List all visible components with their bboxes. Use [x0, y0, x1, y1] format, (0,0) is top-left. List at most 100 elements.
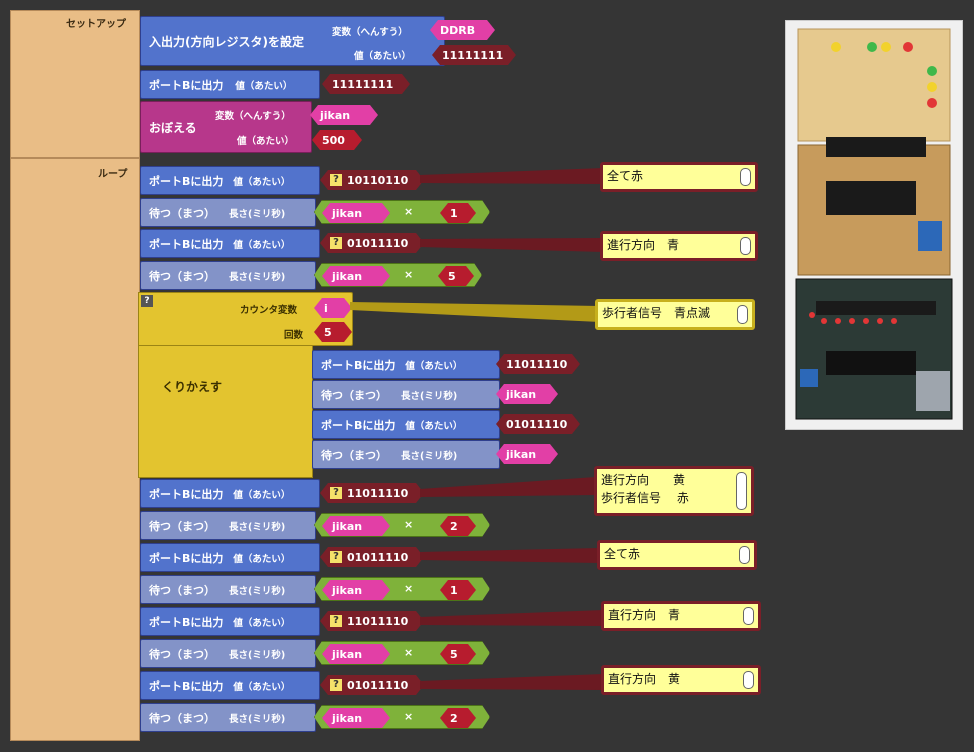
setup-label: セットアップ — [66, 19, 126, 30]
repeat-wait-block-1[interactable]: 待つ（まつ）長さ(ミリ秒) — [312, 380, 500, 409]
comment-2[interactable]: 進行方向 青 — [600, 231, 758, 261]
multiply-sign-1: × — [404, 205, 414, 218]
repeat-port-block-2[interactable]: ポートBに出力値（あたい） — [312, 410, 500, 439]
comment-scrollbar[interactable] — [740, 237, 751, 255]
memo-val-label: 値（あたい） — [237, 136, 295, 147]
ddr-val-pill[interactable]: 11111111 — [432, 45, 516, 65]
count-label: 回数 — [284, 330, 304, 341]
question-icon: ? — [330, 551, 342, 563]
wait-var-pill-5[interactable]: jikan — [322, 644, 390, 664]
loop-wait-block-1[interactable]: 待つ（まつ）長さ(ミリ秒) — [140, 198, 316, 227]
wait-var-pill-1[interactable]: jikan — [322, 203, 390, 223]
ddr-set-block[interactable]: 入出力(方向レジスタ)を設定 — [140, 16, 445, 66]
port-label: ポートBに出力 — [149, 78, 224, 92]
loop-wait-block-4[interactable]: 待つ（まつ）長さ(ミリ秒) — [140, 575, 316, 604]
loop-procedure[interactable] — [10, 158, 140, 741]
memo-var-pill[interactable]: jikan — [310, 105, 378, 125]
loop-port-block-2[interactable]: ポートBに出力値（あたい） — [140, 229, 320, 258]
board-photo — [785, 20, 963, 430]
repeat-label: くりかえす — [162, 380, 223, 394]
comment-4[interactable]: 進行方向 黄 歩行者信号 赤 — [594, 466, 754, 516]
setup-port-value[interactable]: 11111111 — [322, 74, 410, 94]
comment-scrollbar[interactable] — [743, 607, 754, 625]
wait-var-pill-6[interactable]: jikan — [322, 708, 390, 728]
ddr-var-label: 変数（へんすう） — [332, 27, 408, 38]
memo-var-label: 変数（へんすう） — [215, 111, 291, 122]
comment-5[interactable]: 全て赤 — [597, 540, 757, 570]
multiply-sign-3: × — [404, 518, 414, 531]
loop-port-value-1[interactable]: ?10110110 — [320, 170, 424, 190]
ddr-title: 入出力(方向レジスタ)を設定 — [149, 34, 304, 49]
loop-wait-block-5[interactable]: 待つ（まつ）長さ(ミリ秒) — [140, 639, 316, 668]
question-icon: ? — [330, 237, 342, 249]
comment-scrollbar[interactable] — [736, 472, 747, 510]
question-icon: ? — [330, 615, 342, 627]
multiply-sign-6: × — [404, 710, 414, 723]
multiply-sign-5: × — [404, 646, 414, 659]
repeat-port-block-1[interactable]: ポートBに出力値（あたい） — [312, 350, 500, 379]
wait-var-pill-3[interactable]: jikan — [322, 516, 390, 536]
repeat-wait-block-2[interactable]: 待つ（まつ）長さ(ミリ秒) — [312, 440, 500, 469]
wait-var-pill-4[interactable]: jikan — [322, 580, 390, 600]
repeat-block-top[interactable] — [138, 292, 353, 346]
loop-port-value-4[interactable]: ?01011110 — [320, 547, 424, 567]
comment-7[interactable]: 直行方向 黄 — [601, 665, 761, 695]
hidaspx-board-image — [795, 28, 953, 420]
loop-port-value-6[interactable]: ?01011110 — [320, 675, 424, 695]
loop-wait-block-3[interactable]: 待つ（まつ）長さ(ミリ秒) — [140, 511, 316, 540]
loop-port-block-1[interactable]: ポートBに出力値（あたい） — [140, 166, 320, 195]
question-icon: ? — [330, 174, 342, 186]
repeat-wait-var-2[interactable]: jikan — [496, 444, 558, 464]
repeat-port-value-2[interactable]: 01011110 — [496, 414, 580, 434]
multiplier-pill-6[interactable]: 2 — [440, 708, 476, 728]
multiplier-pill-3[interactable]: 2 — [440, 516, 476, 536]
wait-var-pill-2[interactable]: jikan — [322, 266, 390, 286]
connector-1 — [420, 168, 604, 184]
ddr-val-label: 値（あたい） — [354, 51, 412, 62]
question-icon: ? — [330, 679, 342, 691]
port-val-label: 値（あたい） — [235, 80, 293, 92]
comment-1[interactable]: 全て赤 — [600, 162, 758, 192]
comment-6[interactable]: 直行方向 青 — [601, 601, 761, 631]
ddr-var-pill[interactable]: DDRB — [430, 20, 495, 40]
help-icon[interactable]: ? — [141, 295, 153, 307]
memo-block[interactable]: おぼえる — [140, 101, 312, 153]
repeat-port-value-1[interactable]: 11011110 — [496, 354, 580, 374]
repeat-wait-var-1[interactable]: jikan — [496, 384, 558, 404]
connector-4 — [420, 477, 596, 497]
multiply-sign-2: × — [404, 268, 414, 281]
memo-label: おぼえる — [149, 120, 197, 135]
loop-port-block-6[interactable]: ポートBに出力値（あたい） — [140, 671, 320, 700]
comment-3[interactable]: 歩行者信号 青点滅 — [595, 299, 755, 330]
loop-port-block-3[interactable]: ポートBに出力値（あたい） — [140, 479, 320, 508]
multiplier-pill-1[interactable]: 1 — [440, 203, 476, 223]
counter-label: カウンタ変数 — [240, 305, 298, 316]
setup-port-block[interactable]: ポートBに出力 値（あたい） — [140, 70, 320, 99]
multiplier-pill-2[interactable]: 5 — [438, 266, 474, 286]
loop-port-block-5[interactable]: ポートBに出力値（あたい） — [140, 607, 320, 636]
question-icon: ? — [330, 487, 342, 499]
comment-scrollbar[interactable] — [740, 168, 751, 186]
loop-port-value-5[interactable]: ?11011110 — [320, 611, 424, 631]
count-pill[interactable]: 5 — [314, 322, 352, 342]
connector-5 — [420, 548, 600, 563]
counter-var-pill[interactable]: i — [314, 298, 352, 318]
connector-7 — [420, 674, 604, 690]
loop-wait-block-6[interactable]: 待つ（まつ）長さ(ミリ秒) — [140, 703, 316, 732]
comment-scrollbar[interactable] — [739, 546, 750, 564]
multiplier-pill-5[interactable]: 5 — [440, 644, 476, 664]
comment-scrollbar[interactable] — [737, 305, 748, 324]
setup-procedure[interactable] — [10, 10, 140, 158]
loop-port-value-2[interactable]: ?01011110 — [320, 233, 424, 253]
multiply-sign-4: × — [404, 582, 414, 595]
comment-scrollbar[interactable] — [743, 671, 754, 689]
loop-port-block-4[interactable]: ポートBに出力値（あたい） — [140, 543, 320, 572]
loop-label: ループ — [98, 169, 128, 180]
memo-val-pill[interactable]: 500 — [312, 130, 362, 150]
connector-2 — [420, 238, 604, 252]
multiplier-pill-4[interactable]: 1 — [440, 580, 476, 600]
loop-port-value-3[interactable]: ?11011110 — [320, 483, 424, 503]
connector-6 — [420, 610, 604, 626]
loop-wait-block-2[interactable]: 待つ（まつ）長さ(ミリ秒) — [140, 261, 316, 290]
